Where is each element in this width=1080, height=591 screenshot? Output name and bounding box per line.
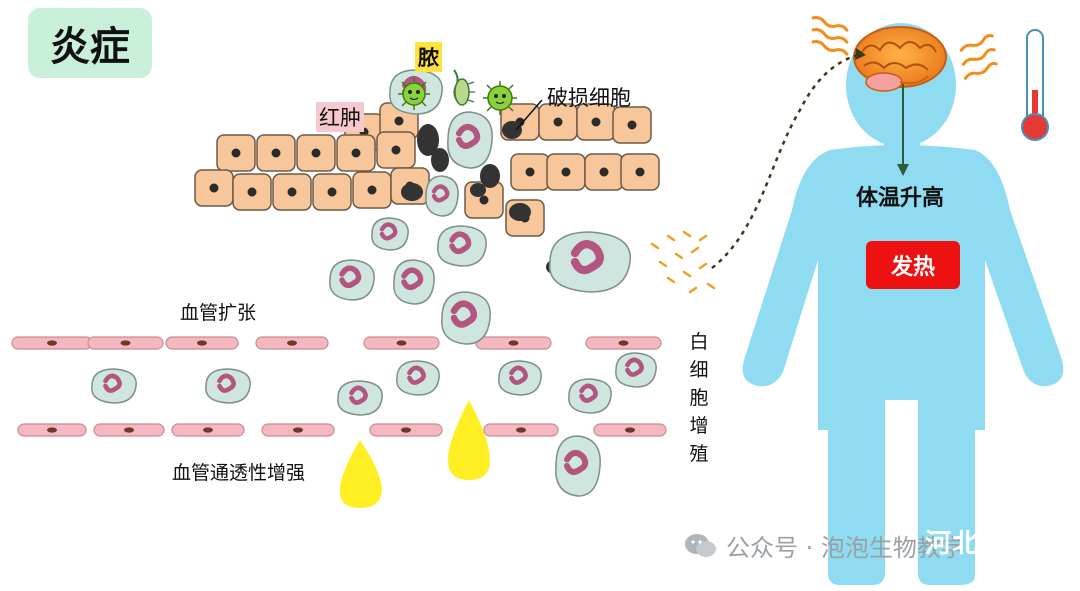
tissue-nucleus	[553, 117, 563, 127]
tissue-nucleus	[351, 148, 361, 158]
leukocyte-nucleus	[625, 357, 644, 377]
vessel-nucleus	[47, 340, 57, 346]
permeability-label: 血管通透性增强	[172, 462, 306, 484]
vessel-nucleus	[47, 427, 57, 433]
tissue-nucleus	[561, 167, 571, 177]
blood-vessels	[11, 336, 667, 437]
watermark: 公众号 · 泡泡生物教学	[684, 528, 965, 563]
leukocyte	[615, 352, 657, 388]
leukocyte-nucleus	[450, 300, 478, 328]
leukocyte-nucleus	[379, 222, 398, 241]
leukocyte-nucleus	[563, 449, 589, 475]
heat-waves	[811, 15, 998, 80]
signal-dotted-path	[711, 52, 863, 269]
leukocyte	[425, 175, 459, 217]
tissue-nucleus	[367, 185, 377, 195]
vessel-nucleus	[293, 427, 303, 433]
leukocyte	[568, 378, 612, 414]
vessel-nucleus	[516, 427, 526, 433]
damaged-cell-fragments	[401, 121, 562, 274]
leukocyte-nucleus	[407, 365, 426, 385]
leukocyte	[548, 231, 632, 293]
leukocyte	[371, 217, 409, 251]
vessel-nucleus	[197, 340, 207, 346]
brain-arrow	[897, 84, 909, 176]
virus-right-icon	[483, 81, 517, 115]
leukocyte-nucleus	[401, 267, 424, 291]
leukocyte-nucleus	[217, 373, 236, 393]
tissue-nucleus	[311, 148, 321, 158]
tissue-nucleus	[591, 117, 601, 127]
temperature-rise-label: 体温升高	[856, 186, 945, 211]
fever-badge: 发热	[866, 241, 960, 289]
cytokine-dashes	[650, 230, 716, 294]
tissue-nucleus	[599, 167, 609, 177]
leukocyte	[393, 259, 435, 305]
leukocyte	[396, 360, 440, 396]
torso-and-limbs	[742, 145, 1064, 585]
tissue-nucleus	[209, 183, 219, 193]
tissue-nucleus	[525, 167, 535, 177]
brain-icon	[853, 26, 947, 92]
damaged-cells-label: 破损细胞	[547, 86, 631, 110]
leukocyte-nucleus	[339, 265, 362, 289]
leukocyte	[555, 435, 601, 497]
leukocyte	[329, 259, 375, 301]
leukocytes	[91, 69, 657, 497]
leukocyte-nucleus	[103, 373, 122, 393]
damaged-cells-pointer	[515, 99, 543, 131]
tissue-nucleus	[271, 148, 281, 158]
vessel-nucleus	[396, 340, 407, 346]
vessel-nucleus	[203, 427, 213, 433]
leukocyte-nucleus	[509, 365, 528, 385]
leukocyte-nucleus	[431, 184, 450, 203]
leukocyte	[337, 380, 383, 416]
vessel-nucleus	[124, 427, 134, 433]
vessel-nucleus	[508, 340, 519, 346]
tissue-nucleus	[247, 187, 257, 197]
vessel-nucleus	[120, 340, 131, 346]
leukocyte-nucleus	[349, 385, 368, 405]
thermometer-icon	[1021, 29, 1049, 141]
vessel-nucleus	[625, 427, 635, 433]
watermark-logo: 河北	[925, 529, 980, 559]
tissue-nucleus	[635, 167, 645, 177]
signal-arrowhead	[855, 48, 866, 60]
tissue-nucleus	[394, 116, 404, 126]
leukocyte-nucleus	[455, 123, 481, 149]
wechat-icon	[685, 533, 716, 557]
exudate-drops	[339, 400, 490, 508]
vessel-nucleus	[287, 340, 297, 346]
bacteria-icon	[453, 69, 475, 106]
watermark-text: 公众号 · 泡泡生物教学	[726, 534, 965, 562]
leukocyte-nucleus	[570, 240, 604, 275]
leukocyte	[437, 225, 487, 267]
pus-label: 脓	[415, 42, 442, 72]
vessel-nucleus	[401, 427, 411, 433]
leukocyte	[498, 360, 542, 396]
leukocyte	[447, 111, 493, 169]
virus-left-icon	[398, 78, 430, 110]
tissue-nucleus	[479, 195, 489, 205]
tissue-nucleus	[391, 145, 401, 155]
leukocyte-nucleus	[579, 383, 598, 403]
vessel-nucleus	[618, 340, 629, 346]
tissue-nucleus	[287, 187, 297, 197]
leukocyte	[91, 368, 137, 404]
leukocyte-proliferation-label: 白细胞增殖	[689, 331, 709, 465]
leukocyte-nucleus	[449, 231, 472, 255]
diagram-title: 炎症	[28, 8, 152, 78]
leukocyte	[205, 368, 251, 404]
tissue-nucleus	[627, 120, 637, 130]
leukocyte	[441, 291, 491, 345]
vasodilation-label: 血管扩张	[180, 302, 257, 324]
tissue-nucleus	[327, 187, 337, 197]
tissue-nucleus	[231, 148, 241, 158]
redness-label: 红肿	[316, 102, 364, 132]
